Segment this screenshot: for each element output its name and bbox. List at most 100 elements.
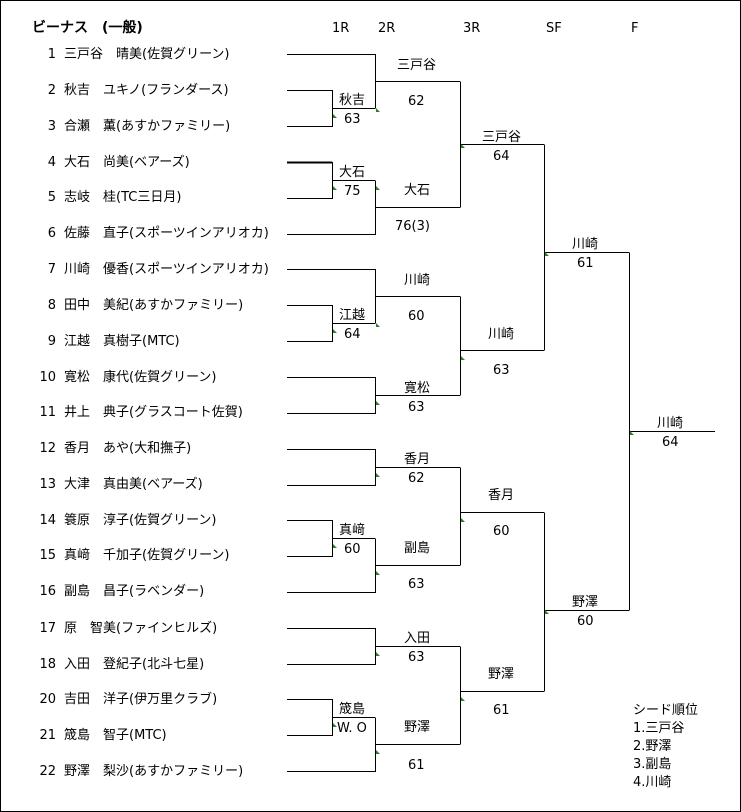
winner-marker [333, 723, 337, 727]
player-name: 副島 昌子(ラベンダー) [64, 584, 205, 599]
seed-item: 3.副島 [633, 757, 672, 772]
player-number: 10 [39, 370, 56, 385]
r3-winner: 川崎 [488, 327, 515, 342]
r2-winner: 香月 [404, 452, 431, 467]
r2-score: 63 [408, 650, 425, 665]
bracket-line [287, 520, 375, 557]
player-number: 8 [47, 298, 56, 313]
winner-marker [376, 108, 380, 112]
winner-marker [333, 114, 337, 118]
player-number: 13 [39, 477, 56, 492]
player-name: 原 智美(ファインヒルズ) [64, 621, 218, 636]
seed-item: 1.三戸谷 [633, 721, 685, 736]
r2-score: 63 [408, 400, 425, 415]
r3-score: 64 [493, 149, 510, 164]
winner-marker [376, 186, 380, 190]
round-header-3r: 3R [463, 21, 481, 36]
r2-score: 62 [408, 94, 425, 109]
winner-marker [545, 610, 549, 614]
r2-score: 76(3) [395, 219, 430, 234]
sf-score: 60 [577, 614, 594, 629]
winner-marker [461, 144, 465, 148]
winner-marker [376, 401, 380, 405]
r2-winner: 野澤 [404, 720, 431, 735]
r1-score: 63 [344, 112, 361, 127]
winner-marker [333, 329, 337, 333]
r1-score: 60 [344, 542, 361, 557]
player-name: 入田 登紀子(北斗七星) [64, 657, 205, 672]
round-header-f: F [631, 21, 639, 36]
round-header-1r: 1R [332, 21, 350, 36]
player-number: 2 [47, 83, 56, 98]
player-number: 12 [39, 441, 56, 456]
r2-winner: 三戸谷 [397, 58, 437, 73]
player-number: 16 [39, 584, 56, 599]
player-name: 寛松 康代(佐賀グリーン) [64, 370, 217, 385]
player-number: 3 [47, 119, 56, 134]
player-number: 5 [47, 190, 56, 205]
r2-score: 61 [408, 758, 425, 773]
player-number: 15 [39, 548, 56, 563]
player-name: 田中 美紀(あすかファミリー) [64, 298, 244, 313]
winner-marker [630, 431, 634, 435]
player-name: 筬島 智子(MTC) [64, 728, 167, 743]
final-winner: 川崎 [657, 416, 684, 431]
player-name: 佐藤 直子(スポーツインアリオカ) [64, 226, 269, 241]
player-name: 秋吉 ユキノ(フランダース) [64, 83, 229, 98]
player-name: 三戸谷 晴美(佐賀グリーン) [64, 47, 230, 62]
winner-marker [376, 473, 380, 477]
player-number: 4 [47, 155, 56, 170]
winner-marker [461, 518, 465, 522]
player-name: 大石 尚美(ベアーズ) [64, 155, 190, 170]
player-name: 吉田 洋子(伊万里クラブ) [64, 692, 218, 707]
player-name: 簑原 淳子(佐賀グリーン) [64, 513, 217, 528]
player-name: 真﨑 千加子(佐賀グリーン) [64, 548, 230, 563]
player-number: 18 [39, 657, 56, 672]
player-number: 7 [47, 262, 56, 277]
r3-score: 60 [493, 524, 510, 539]
seed-item: 4.川崎 [633, 775, 672, 790]
seed-item: 2.野澤 [633, 739, 672, 754]
winner-marker [333, 186, 337, 190]
sf-score: 61 [577, 256, 594, 271]
final-score: 64 [662, 435, 679, 450]
player-number: 11 [39, 405, 56, 420]
r1-winner: 真﨑 [339, 523, 366, 538]
r1-winner: 秋吉 [339, 93, 366, 108]
r2-winner: 副島 [404, 541, 431, 556]
player-number: 21 [39, 728, 56, 743]
r3-winner: 野澤 [488, 667, 515, 682]
r1-winner: 筬島 [339, 702, 366, 717]
player-number: 20 [39, 692, 56, 707]
r1-score: 75 [344, 184, 361, 199]
r2-winner: 入田 [404, 631, 431, 646]
winner-marker [376, 571, 380, 575]
player-name: 野澤 梨沙(あすかファミリー) [64, 764, 244, 779]
player-name: 大津 真由美(ベアーズ) [64, 477, 203, 492]
player-number: 22 [39, 764, 56, 779]
round-header-2r: 2R [378, 21, 396, 36]
winner-marker [461, 697, 465, 701]
player-number: 6 [47, 226, 56, 241]
winner-marker [376, 323, 380, 327]
bracket-line [287, 699, 375, 736]
player-name: 井上 典子(グラスコート佐賀) [64, 405, 243, 420]
r1-winner: 大石 [339, 165, 366, 180]
page-title: ビーナス (一般) [32, 20, 143, 36]
r2-score: 62 [408, 471, 425, 486]
r2-winner: 川崎 [404, 273, 431, 288]
player-number: 17 [39, 621, 56, 636]
r3-score: 61 [493, 703, 510, 718]
bracket-line [287, 90, 375, 127]
winner-marker [333, 544, 337, 548]
sf-winner: 野澤 [572, 595, 599, 610]
r1-score: W. O [337, 721, 367, 736]
player-number: 9 [47, 334, 56, 349]
sf-winner: 川崎 [572, 237, 599, 252]
bracket-line [287, 305, 375, 342]
player-name: 志岐 桂(TC三日月) [64, 190, 182, 205]
player-name: 江越 真樹子(MTC) [64, 334, 180, 349]
r3-winner: 三戸谷 [482, 130, 522, 145]
r1-winner: 江越 [339, 308, 366, 323]
